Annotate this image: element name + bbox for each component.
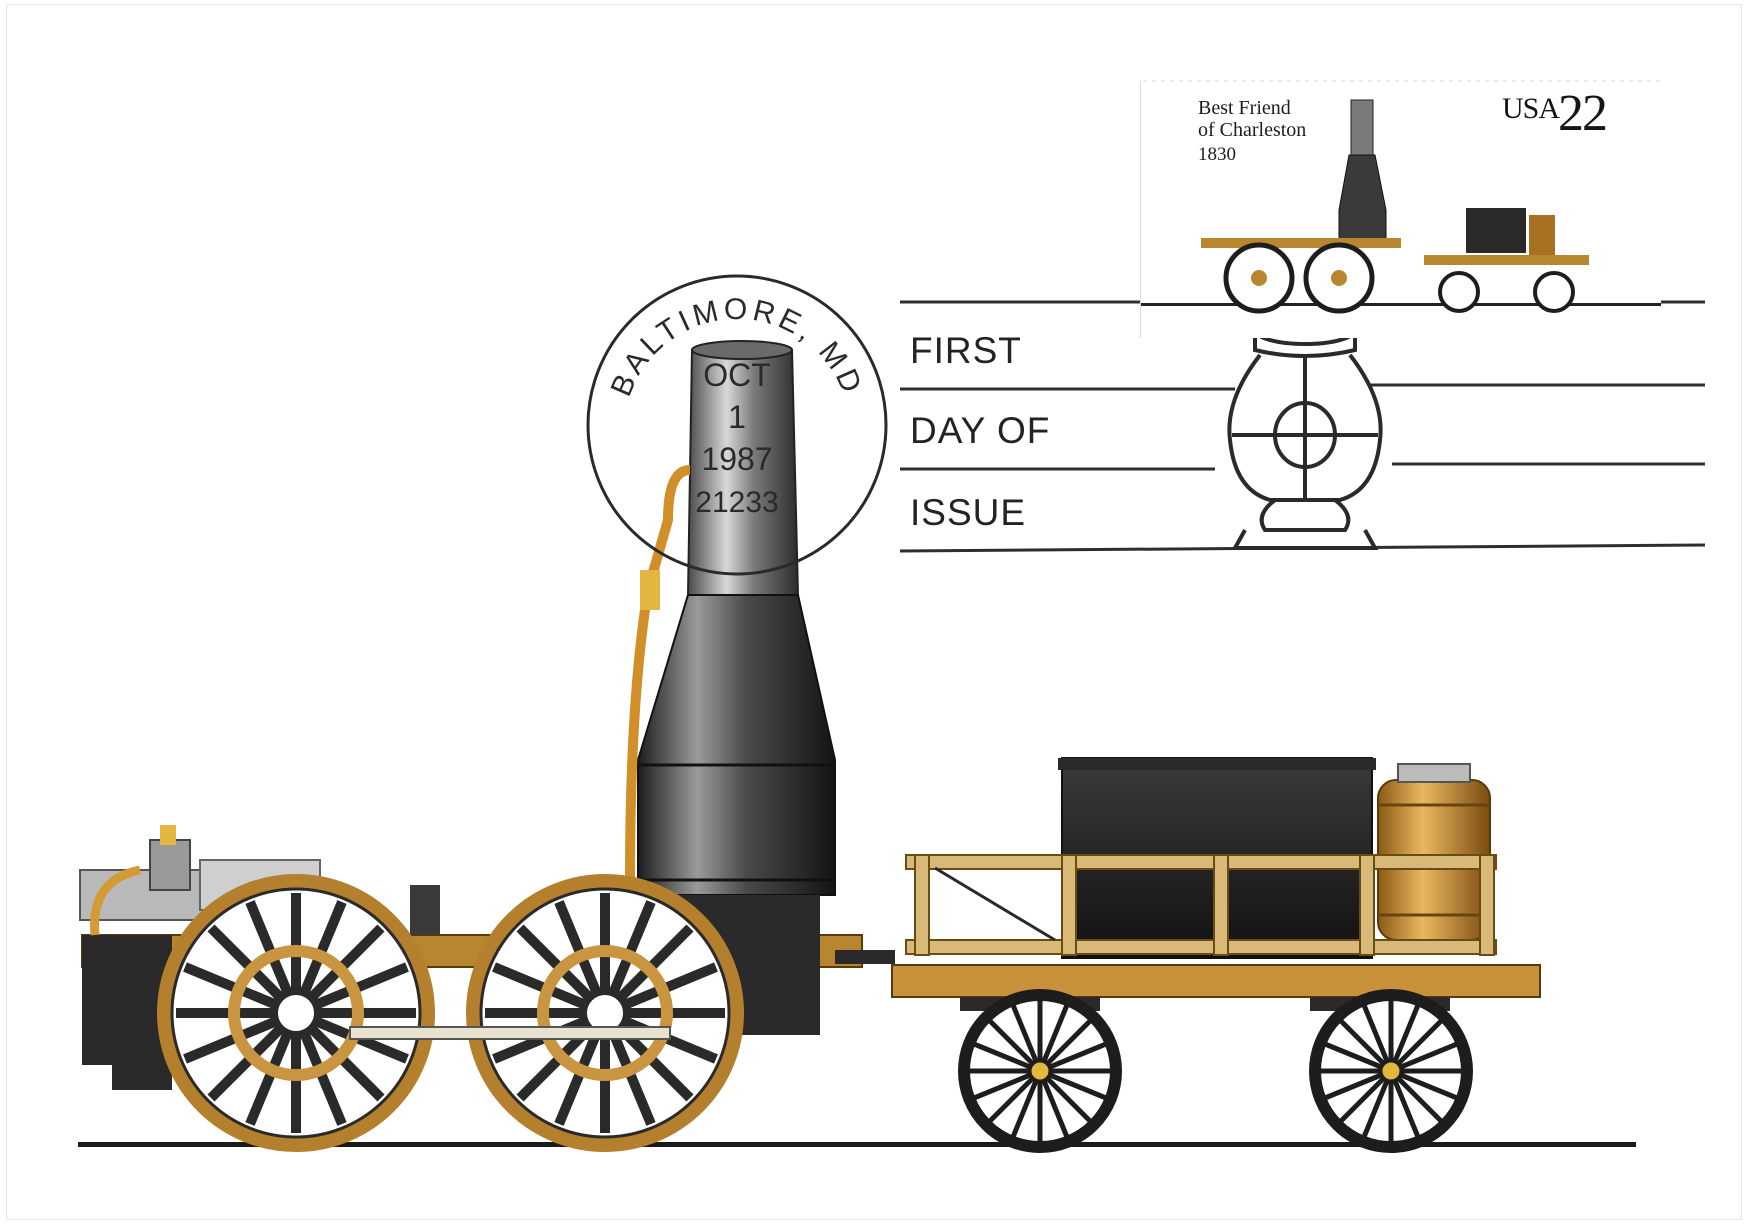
circular-postmark-icon: BALTIMORE, MD OCT 1 1987 21233: [586, 274, 888, 576]
boiler: [637, 594, 836, 896]
tender-deck: [891, 964, 1541, 998]
tender-wagon-illustration: [891, 757, 1541, 1153]
tender-wheel-rear: [1309, 989, 1473, 1153]
stamp-title-line-1: Best Friend: [1198, 97, 1291, 119]
postmark-zip: 21233: [695, 486, 778, 519]
stamp-title-line-2: of Charleston: [1198, 119, 1307, 141]
cancellation-day-of: DAY OF: [910, 410, 1051, 451]
locomotive-wheel-rear: [466, 874, 744, 1152]
rail-line: [78, 1142, 1636, 1147]
cancellation-first: FIRST: [910, 330, 1022, 371]
front-box: [82, 935, 172, 1065]
railroad-lantern-icon: [1227, 314, 1383, 550]
postmark-day: 1: [728, 399, 746, 435]
postmark-year: 1987: [701, 441, 772, 477]
card-border: [6, 4, 1742, 1220]
cancellation-issue: ISSUE: [910, 492, 1027, 533]
brass-pipe: [625, 465, 691, 881]
tender-wheel-front: [958, 989, 1122, 1153]
postmark-month: OCT: [703, 357, 771, 393]
stamp-perforation: [1141, 80, 1661, 86]
stamp-country: USA: [1502, 92, 1560, 125]
connecting-rod: [349, 1026, 671, 1040]
stamp-locomotive-illustration: [1141, 99, 1661, 314]
stamp-year: 1830: [1198, 144, 1236, 165]
locomotive-wheel-front: [157, 874, 435, 1152]
postage-stamp: Best Friend of Charleston 1830 USA 22: [1140, 80, 1661, 338]
stamp-denomination: 22: [1558, 85, 1608, 142]
